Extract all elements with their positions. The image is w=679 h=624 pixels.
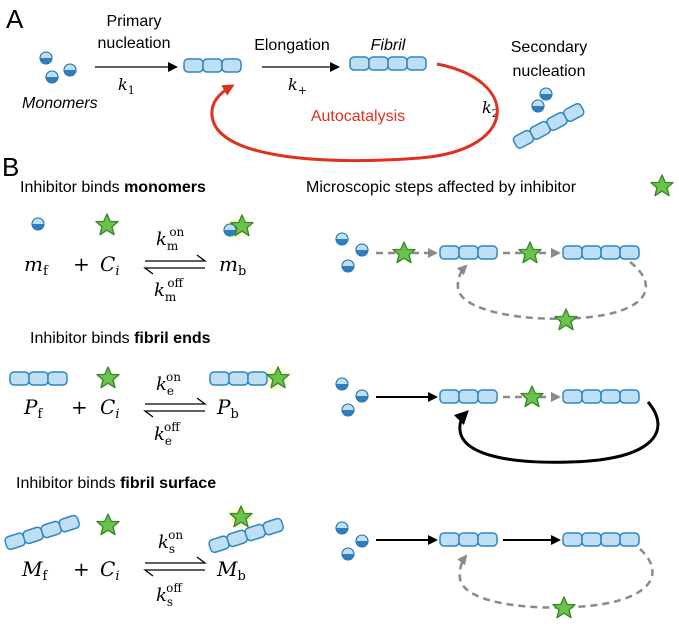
row1-bound-monomer-icon — [222, 214, 254, 242]
secondary-nucleation-fibril-icon — [511, 101, 586, 151]
row1-ci: Ci — [100, 252, 119, 279]
fibril-icon — [349, 56, 427, 71]
monomers-label: Monomers — [22, 95, 98, 112]
autocatalysis-loop — [210, 62, 499, 163]
secondary-nucleation-line2: nucleation — [513, 63, 586, 80]
row3-bound-fibril-icon — [207, 503, 286, 555]
fibril-label: Fibril — [371, 37, 406, 54]
row2-free-fibril-icon — [9, 371, 68, 386]
row2-equilibrium-arrows — [143, 397, 207, 418]
row3-title: Inhibitor binds fibril surface — [16, 475, 216, 492]
row2-kon: keon — [156, 370, 181, 398]
row3-scheme — [335, 521, 654, 619]
panel-b-label: B — [2, 152, 19, 182]
row3-ci: Ci — [100, 557, 119, 584]
row1-free-monomer-icon — [31, 217, 45, 231]
row3-left-symbol: Mf — [21, 557, 48, 584]
oligomer-icon — [183, 58, 242, 73]
row2-plus: + — [71, 395, 88, 419]
autocatalysis-label: Autocatalysis — [311, 108, 405, 125]
row2-ci: Ci — [100, 395, 119, 422]
row3-plus: + — [73, 557, 90, 581]
row1-koff: kmoff — [154, 276, 185, 304]
panel-a-label: A — [6, 4, 24, 34]
k1-label: k1 — [118, 75, 135, 97]
k2-label: k2 — [482, 98, 499, 120]
row1-left-symbol: mf — [24, 252, 49, 279]
row3-equilibrium-arrows — [143, 556, 207, 577]
row2-left-symbol: Pf — [23, 395, 43, 422]
row2-bound-fibril-icon — [209, 362, 292, 394]
row3-inhibitor-star-icon — [96, 513, 120, 536]
row3-kon: kson — [158, 528, 183, 556]
row1-title: Inhibitor binds monomers — [20, 179, 206, 196]
row1-kon: kmon — [156, 225, 185, 253]
row2-title: Inhibitor binds fibril ends — [30, 330, 211, 347]
primary-nucleation-line1: Primary — [106, 13, 161, 30]
right-column-title: Microscopic steps affected by inhibitor — [306, 179, 577, 196]
secondary-monomers-icon — [531, 87, 553, 113]
row2-koff: keoff — [154, 420, 181, 448]
row1-right-symbol: mb — [219, 252, 246, 279]
row2-scheme — [335, 377, 660, 464]
row3-koff: ksoff — [156, 581, 183, 609]
inhibitor-star-icon — [650, 174, 674, 197]
row1-inhibitor-star-icon — [95, 213, 119, 236]
row3-right-symbol: Mb — [216, 557, 246, 584]
row1-equilibrium-arrows — [143, 254, 207, 275]
monomers-icon — [39, 51, 77, 84]
row2-right-symbol: Pb — [216, 395, 239, 422]
secondary-nucleation-line1: Secondary — [511, 39, 588, 56]
kplus-label: k+ — [288, 75, 307, 97]
primary-nucleation-line2: nucleation — [98, 35, 171, 52]
row1-plus: + — [73, 252, 90, 276]
row1-scheme — [335, 232, 648, 331]
row3-free-fibril-icon — [3, 513, 82, 552]
row2-inhibitor-star-icon — [96, 366, 120, 389]
elongation-label: Elongation — [254, 37, 330, 54]
